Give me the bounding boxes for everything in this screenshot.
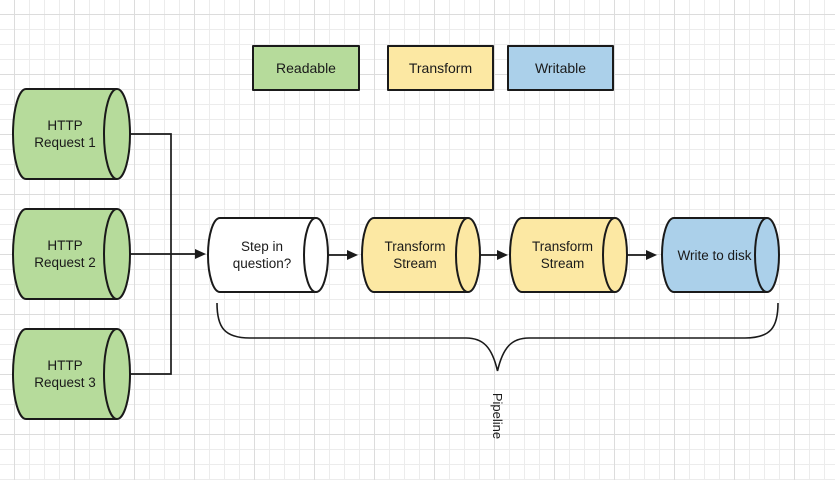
node-step-in-question[interactable] bbox=[207, 217, 329, 293]
arrow-transform2-to-write-head bbox=[646, 250, 657, 260]
connector-main-arrowhead bbox=[195, 249, 206, 259]
node-write-to-disk[interactable] bbox=[661, 217, 780, 293]
node-transform-stream-2[interactable] bbox=[509, 217, 628, 293]
legend-writable-box[interactable] bbox=[507, 45, 614, 91]
arrow-step-to-transform1-head bbox=[347, 250, 358, 260]
pipeline-brace[interactable] bbox=[216, 302, 779, 372]
legend-transform-box[interactable] bbox=[387, 45, 494, 91]
node-http-request-3[interactable] bbox=[12, 328, 131, 420]
node-http-request-1[interactable] bbox=[12, 88, 131, 180]
legend-readable-box[interactable] bbox=[252, 45, 360, 91]
node-http-request-2[interactable] bbox=[12, 208, 131, 300]
arrow-transform1-to-transform2-head bbox=[497, 250, 508, 260]
node-transform-stream-1[interactable] bbox=[361, 217, 481, 293]
